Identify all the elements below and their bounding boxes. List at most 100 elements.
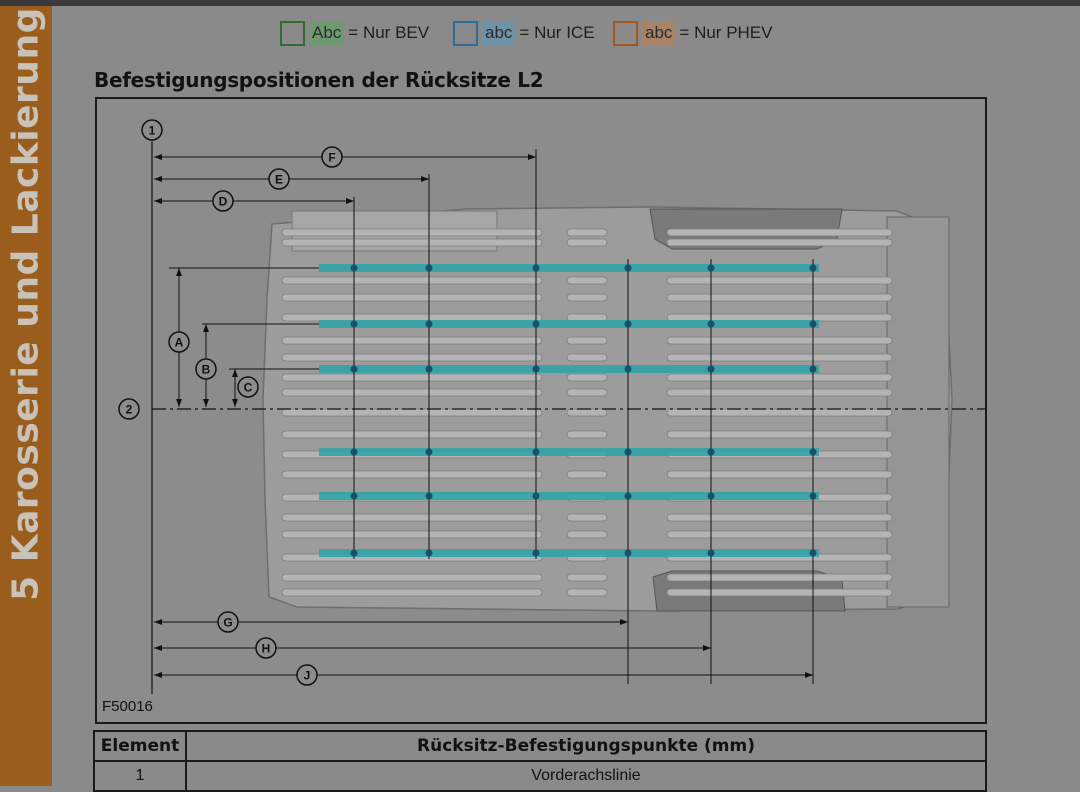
floor-rib [566, 353, 608, 362]
mounting-point [707, 264, 715, 272]
floor-rib [281, 513, 543, 522]
legend-phev: abc = Nur PHEV [613, 18, 772, 48]
floor-rib [666, 238, 893, 247]
floor-rib [281, 588, 543, 597]
dimension-j: J [304, 669, 311, 683]
floor-rib [281, 276, 543, 285]
mounting-point [624, 264, 632, 272]
seat-rail [319, 264, 819, 272]
floor-rib [281, 408, 543, 417]
dimension-a-arrowhead [176, 268, 182, 276]
floor-rib [566, 430, 608, 439]
dimension-f-arrowhead [528, 154, 536, 160]
mounting-point [809, 549, 817, 557]
dimension-g-arrowhead [154, 619, 162, 625]
figure-code: F50016 [102, 698, 153, 715]
dimension-a-circle [168, 331, 190, 353]
mounting-point [809, 264, 817, 272]
legend-swatch-phev [613, 20, 638, 46]
mounting-point [624, 549, 632, 557]
legend-sample-phev: abc [642, 21, 676, 45]
mounting-point [707, 492, 715, 500]
rear-structure [886, 216, 950, 608]
section-heading: Befestigungspositionen der Rücksitze L2 [94, 68, 544, 92]
floor-rib [281, 353, 543, 362]
dimension-b-arrowhead [203, 324, 209, 332]
dimension-f-arrowhead [154, 154, 162, 160]
column-header-element: Element [93, 730, 187, 762]
seat-rail [319, 492, 819, 500]
mounting-point [425, 365, 433, 373]
floor-rib [281, 388, 543, 397]
floor-rib [281, 336, 543, 345]
seat-rail [319, 448, 819, 456]
dimension-e: E [275, 173, 283, 187]
mounting-point [532, 264, 540, 272]
mounting-point [707, 320, 715, 328]
legend-ice: abc = Nur ICE [453, 18, 595, 48]
dimension-d: D [219, 195, 228, 209]
mounting-point [350, 365, 358, 373]
floor-rib [281, 430, 543, 439]
mounting-point [624, 492, 632, 500]
floor-rib [281, 293, 543, 302]
dimension-e-circle [268, 168, 290, 190]
dimension-h-arrowhead [154, 645, 162, 651]
legend-desc-bev: = Nur BEV [348, 23, 430, 42]
floor-rib [281, 228, 543, 237]
floor-rib [281, 238, 543, 247]
dimension-g-arrowhead [620, 619, 628, 625]
floor-rib [566, 573, 608, 582]
dimension-g: G [223, 616, 232, 630]
mounting-point [707, 448, 715, 456]
mounting-point [425, 448, 433, 456]
dimension-f: F [328, 151, 335, 165]
chapter-sidebar: 5 Karosserie und Lackierung [0, 6, 52, 786]
dimension-c-arrowhead [232, 369, 238, 377]
floor-rib [666, 470, 893, 479]
mounting-point [532, 320, 540, 328]
floor-rib [666, 588, 893, 597]
dimension-j-arrowhead [154, 672, 162, 678]
dimension-d-arrowhead [346, 198, 354, 204]
floor-rib [666, 313, 893, 322]
mounting-point [425, 320, 433, 328]
mounting-point [425, 549, 433, 557]
floor-rib [666, 353, 893, 362]
dimension-e-arrowhead [421, 176, 429, 182]
floor-rib [666, 513, 893, 522]
mounting-point [532, 492, 540, 500]
legend-sample-ice: abc [482, 21, 516, 45]
dimension-c-arrowhead [232, 399, 238, 407]
mounting-point [350, 448, 358, 456]
reference-point-2-circle [118, 398, 140, 420]
floor-rib [666, 276, 893, 285]
mounting-point [350, 264, 358, 272]
floor-rib [666, 293, 893, 302]
mounting-point [624, 448, 632, 456]
dimension-j-circle [296, 664, 318, 686]
legend-sample-bev: Abc [309, 21, 345, 45]
mounting-point [809, 492, 817, 500]
floor-rib [566, 388, 608, 397]
mounting-point [532, 365, 540, 373]
mounting-point [809, 448, 817, 456]
dimension-j-arrowhead [805, 672, 813, 678]
column-header-points: Rücksitz-Befestigungspunkte (mm) [185, 730, 987, 762]
seat-rail [319, 365, 819, 373]
table-header-row: Element Rücksitz-Befestigungspunkte (mm) [93, 730, 987, 762]
dimension-h: H [262, 642, 271, 656]
floor-rib [566, 408, 608, 417]
mounting-point [425, 492, 433, 500]
mounting-point [532, 549, 540, 557]
dimension-b: B [202, 363, 211, 377]
legend-bev: Abc = Nur BEV [280, 18, 429, 48]
mounting-point [707, 365, 715, 373]
floor-rib [666, 336, 893, 345]
dimension-h-circle [255, 637, 277, 659]
dimension-d-circle [212, 190, 234, 212]
legend-swatch-bev [280, 20, 305, 46]
mounting-point [809, 320, 817, 328]
